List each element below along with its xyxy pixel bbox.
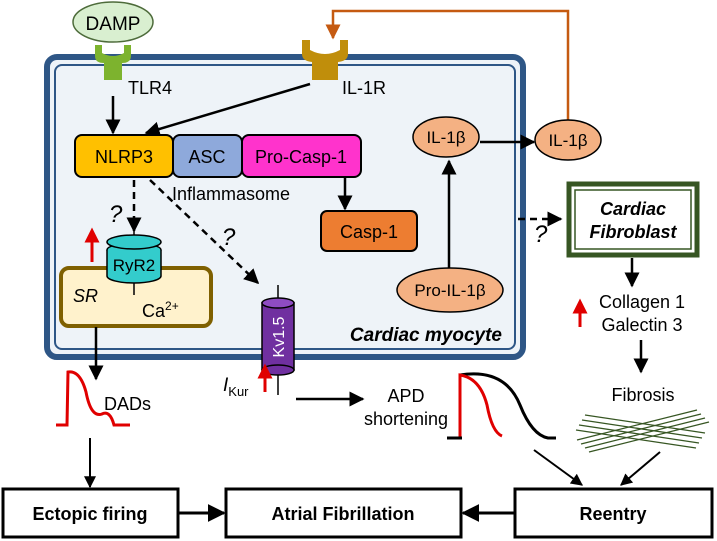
ikur-label: IKur [223, 375, 249, 399]
dads-trace-icon [56, 370, 130, 427]
cardiac-fibroblast-label-1: Cardiac [600, 199, 666, 219]
fibrosis-label: Fibrosis [611, 385, 674, 405]
ryr2-label: RyR2 [113, 256, 156, 275]
action-potential-traces-icon [447, 372, 556, 440]
inflammasome-label: Inflammasome [172, 184, 290, 204]
tlr4-label: TLR4 [128, 78, 172, 98]
ectopic-firing-label: Ectopic firing [32, 504, 147, 524]
pro-casp1-box [241, 134, 362, 178]
question-mark-ryr2: ? [109, 201, 123, 228]
ca-label: Ca2+ [142, 299, 179, 321]
ectopic-firing-box [1, 487, 180, 539]
ikur-subscript: Kur [228, 384, 249, 399]
arrow-apd-reentry [533, 449, 583, 486]
il1r-label: IL-1R [342, 78, 386, 98]
cardiac-myocyte-label: Cardiac myocyte [350, 325, 503, 346]
galectin-label: Galectin 3 [601, 315, 682, 335]
casp1-box [320, 210, 418, 252]
apd-label-2: shortening [364, 409, 448, 429]
arrow-nlrp3-kv15 [149, 179, 260, 285]
fibrosis-mesh-icon [575, 409, 710, 453]
damp-node [72, 1, 154, 43]
tlr4-receptor-icon [95, 45, 131, 80]
atrial-fibrillation-box [224, 487, 463, 539]
dads-label: DADs [104, 394, 151, 414]
asc-label: ASC [188, 147, 225, 167]
cardiac-fibroblast-box [566, 181, 700, 258]
kv15-label: Kv1.5 [271, 316, 288, 357]
cardiac-fibroblast-label-2: Fibroblast [589, 222, 677, 242]
kv15-channel-icon [261, 285, 295, 395]
cardiac-fibroblast-inner-border [574, 189, 692, 250]
feedback-arrow [325, 9, 570, 120]
il1b-inner-node [412, 116, 480, 158]
collagen-label: Collagen 1 [599, 292, 685, 312]
ca-superscript: 2+ [165, 299, 179, 313]
reentry-label: Reentry [579, 504, 646, 524]
il1b-outer-label: IL-1β [548, 131, 587, 150]
apd-label-1: APD [387, 386, 424, 406]
sr-label: SR [73, 286, 98, 306]
damp-label: DAMP [86, 14, 141, 35]
il1r-receptor-icon [302, 40, 348, 80]
il1b-inner-label: IL-1β [426, 128, 465, 147]
arrow-il1r-nlrp3 [144, 82, 311, 137]
ryr2-channel-icon [106, 228, 162, 295]
atrial-fibrillation-label: Atrial Fibrillation [271, 504, 414, 524]
il1b-outer-node [534, 119, 602, 161]
pro-il1b-label: Pro-IL-1β [414, 281, 485, 300]
question-mark-fibroblast: ? [534, 221, 548, 248]
nlrp3-label: NLRP3 [95, 147, 153, 167]
question-mark-kv15: ? [222, 224, 236, 251]
arrow-fibrosis-reentry [620, 451, 661, 486]
pro-casp1-label: Pro-Casp-1 [255, 147, 347, 167]
casp1-label: Casp-1 [340, 222, 398, 242]
